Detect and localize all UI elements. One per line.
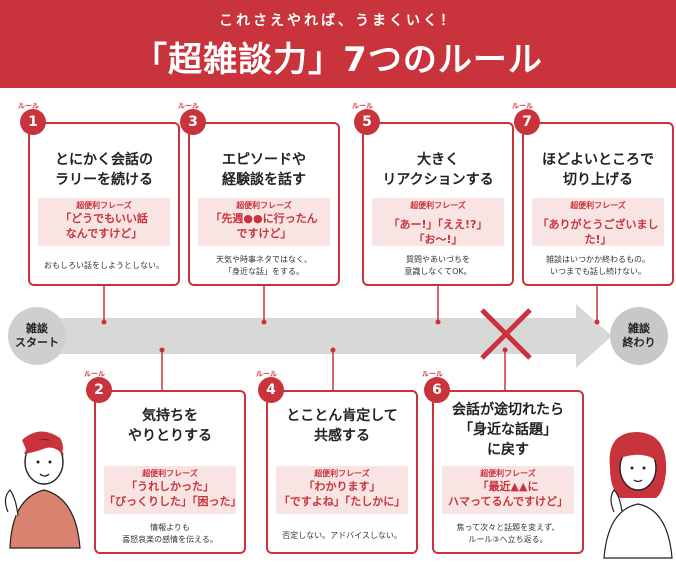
end-node — [610, 307, 668, 365]
rule-1-phrase-label: 超便利フレーズ — [76, 201, 132, 210]
rule-2-description: 情報よりも 喜怒哀楽の感情を伝える。 — [122, 523, 218, 544]
rule-5-phrase: 「あー!」「ええ!?」「お〜!」 — [388, 218, 488, 246]
connector-1-dot — [101, 319, 107, 325]
rule-3-tag: ルール — [178, 102, 199, 110]
rule-5-tag: ルール — [352, 102, 373, 110]
rule-7-tag: ルール — [512, 102, 533, 110]
rule-7-heading: ほどよいところで 切り上げる — [542, 152, 654, 188]
rule-4-phrase: 「わかります」 「ですよね」「たしかに」 — [278, 480, 406, 508]
rule-6-phrase: 「最近▲▲に ハマってるんですけど」 — [448, 480, 568, 508]
rule-3-phrase-label: 超便利フレーズ — [236, 201, 292, 210]
start-label: 雑談 スタート — [15, 322, 59, 349]
rule-1-heading: とにかく会話の ラリーを続ける — [55, 152, 153, 188]
connector-3-dot — [261, 319, 267, 325]
rule-6-description: 焦って次々と話題を変えず、 ルール③へ立ち返る。 — [456, 523, 560, 544]
rule-6-tag: ルール — [422, 370, 443, 378]
rule-card-2: 気持ちを やりとりする 超便利フレーズ 「うれしかった」 「びっくりした」「困っ… — [94, 390, 246, 554]
rule-6-phrase-box: 超便利フレーズ 「最近▲▲に ハマってるんですけど」 — [442, 466, 574, 514]
end-label: 雑談 終わり — [622, 322, 656, 349]
rule-4-phrase-box: 超便利フレーズ 「わかります」 「ですよね」「たしかに」 — [276, 466, 408, 514]
header-title: 「超雑談力」7つのルール — [133, 40, 543, 80]
rule-2-phrase-label: 超便利フレーズ — [142, 469, 198, 478]
rule-4-phrase-label: 超便利フレーズ — [314, 469, 370, 478]
rule-3-description: 天気や時事ネタではなく、 「身近な話」をする。 — [216, 255, 312, 276]
rule-1-phrase-box: 超便利フレーズ 「どうでもいい話 なんですけど」 — [38, 198, 170, 246]
rule-7-description: 雑談はいつかか終わるもの。 いつまでも話し続けない。 — [546, 255, 650, 276]
man-illustration — [4, 431, 81, 549]
rule-6-badge: 6 — [424, 377, 450, 403]
rule-2-badge: 2 — [86, 377, 112, 403]
rule-5-badge: 5 — [354, 109, 380, 135]
rule-5-heading: 大きく リアクションする — [382, 152, 494, 188]
rule-1-phrase: 「どうでもいい話 なんですけど」 — [60, 212, 148, 240]
rule-2-tag: ルール — [84, 370, 105, 378]
connector-6-dot — [502, 347, 508, 353]
rule-6-phrase-label: 超便利フレーズ — [480, 469, 536, 478]
woman-illustration — [603, 432, 673, 559]
cross-mark-icon — [480, 308, 532, 360]
timeline-arrow — [20, 304, 612, 368]
rule-card-7: ほどよいところで 切り上げる 超便利フレーズ 「ありがとうございました!」 雑談… — [522, 122, 674, 286]
connector-5-dot — [435, 319, 441, 325]
rule-2-phrase: 「うれしかった」 「びっくりした」「困った」 — [104, 480, 242, 508]
rule-1-badge: 1 — [20, 109, 46, 135]
rule-2-phrase-box: 超便利フレーズ 「うれしかった」 「びっくりした」「困った」 — [104, 466, 242, 514]
rule-4-tag: ルール — [256, 370, 277, 378]
rule-card-1: とにかく会話の ラリーを続ける 超便利フレーズ 「どうでもいい話 なんですけど」… — [28, 122, 180, 286]
header-subtitle: これさえやれば、うまくいく！ — [219, 13, 457, 29]
rule-1-tag: ルール — [18, 102, 39, 110]
rule-card-6: 会話が途切れたら 「身近な話題」 に戻す 超便利フレーズ 「最近▲▲に ハマって… — [432, 390, 584, 554]
rule-5-phrase-label: 超便利フレーズ — [410, 201, 466, 210]
connector-4-dot — [330, 347, 336, 353]
rule-3-phrase-box: 超便利フレーズ 「先週●●に行ったん ですけど」 — [198, 198, 330, 246]
rule-card-3: エピソードや 経験談を話す 超便利フレーズ 「先週●●に行ったん ですけど」 天… — [188, 122, 340, 286]
connector-7-dot — [594, 319, 600, 325]
connector-2-dot — [159, 347, 165, 353]
rule-3-phrase: 「先週●●に行ったん ですけど」 — [210, 212, 318, 240]
rule-7-phrase-box: 超便利フレーズ 「ありがとうございました!」 — [532, 198, 664, 246]
rule-4-heading: とことん肯定して 共感する — [286, 408, 398, 444]
rule-card-5: 大きく リアクションする 超便利フレーズ 「あー!」「ええ!?」「お〜!」 質問… — [362, 122, 514, 286]
rule-7-badge: 7 — [514, 109, 540, 135]
rule-7-phrase-label: 超便利フレーズ — [570, 201, 626, 210]
rule-5-phrase-box: 超便利フレーズ 「あー!」「ええ!?」「お〜!」 — [372, 198, 504, 246]
rule-3-heading: エピソードや 経験談を話す — [222, 152, 306, 188]
header-banner: これさえやれば、うまくいく！ 「超雑談力」7つのルール — [0, 0, 676, 88]
rule-3-badge: 3 — [180, 109, 206, 135]
rule-1-description: おもしろい話をしようとしない。 — [44, 261, 164, 270]
rule-2-heading: 気持ちを やりとりする — [128, 408, 212, 444]
start-node — [8, 307, 66, 365]
rule-4-description: 否定しない。アドバイスしない。 — [282, 531, 402, 540]
rule-card-4: とことん肯定して 共感する 超便利フレーズ 「わかります」 「ですよね」「たしか… — [266, 390, 418, 554]
rule-6-heading: 会話が途切れたら 「身近な話題」 に戻す — [452, 402, 564, 458]
rule-4-badge: 4 — [258, 377, 284, 403]
rule-7-phrase: 「ありがとうございました!」 — [537, 218, 659, 246]
rule-5-description: 質問やあいづちを 意識しなくてOK。 — [404, 255, 472, 276]
